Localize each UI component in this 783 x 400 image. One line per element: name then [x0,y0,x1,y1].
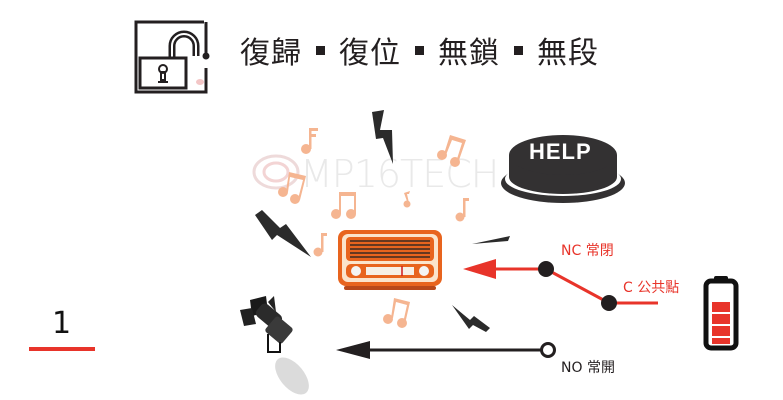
feature-no-lock: 無鎖 [438,36,500,71]
no-contact-dot [540,342,556,358]
watermark-text: MP16TECH [300,152,499,196]
arrow-nc-icon [463,259,496,279]
no-label: NO 常開 [561,360,615,376]
page-number: 1 [52,306,72,341]
nc-label: NC 常閉 [561,243,614,259]
help-label: HELP [529,139,592,164]
battery-icon [703,276,739,351]
nc-contact-dot [538,261,554,277]
separator-square [514,45,523,55]
separator-square [415,45,424,55]
music-notes-icon [278,128,469,328]
page-underline [29,347,95,351]
unlocked-padlock-icon [134,20,210,94]
spotlight-icon [240,296,309,395]
separator-square [316,45,325,55]
watermark-logo-icon [252,154,300,190]
arrow-no-icon [336,341,370,359]
feature-reposition: 復位 [339,36,401,71]
help-button[interactable]: HELP [495,125,630,209]
c-label: C 公共點 [623,280,680,296]
lightning-bolt-icons [255,110,510,332]
feature-title: 復歸 復位 無鎖 無段 [240,28,599,72]
feature-reset: 復歸 [240,36,302,71]
c-contact-dot [601,295,617,311]
radio-icon [338,230,442,290]
feature-no-step: 無段 [537,36,599,71]
